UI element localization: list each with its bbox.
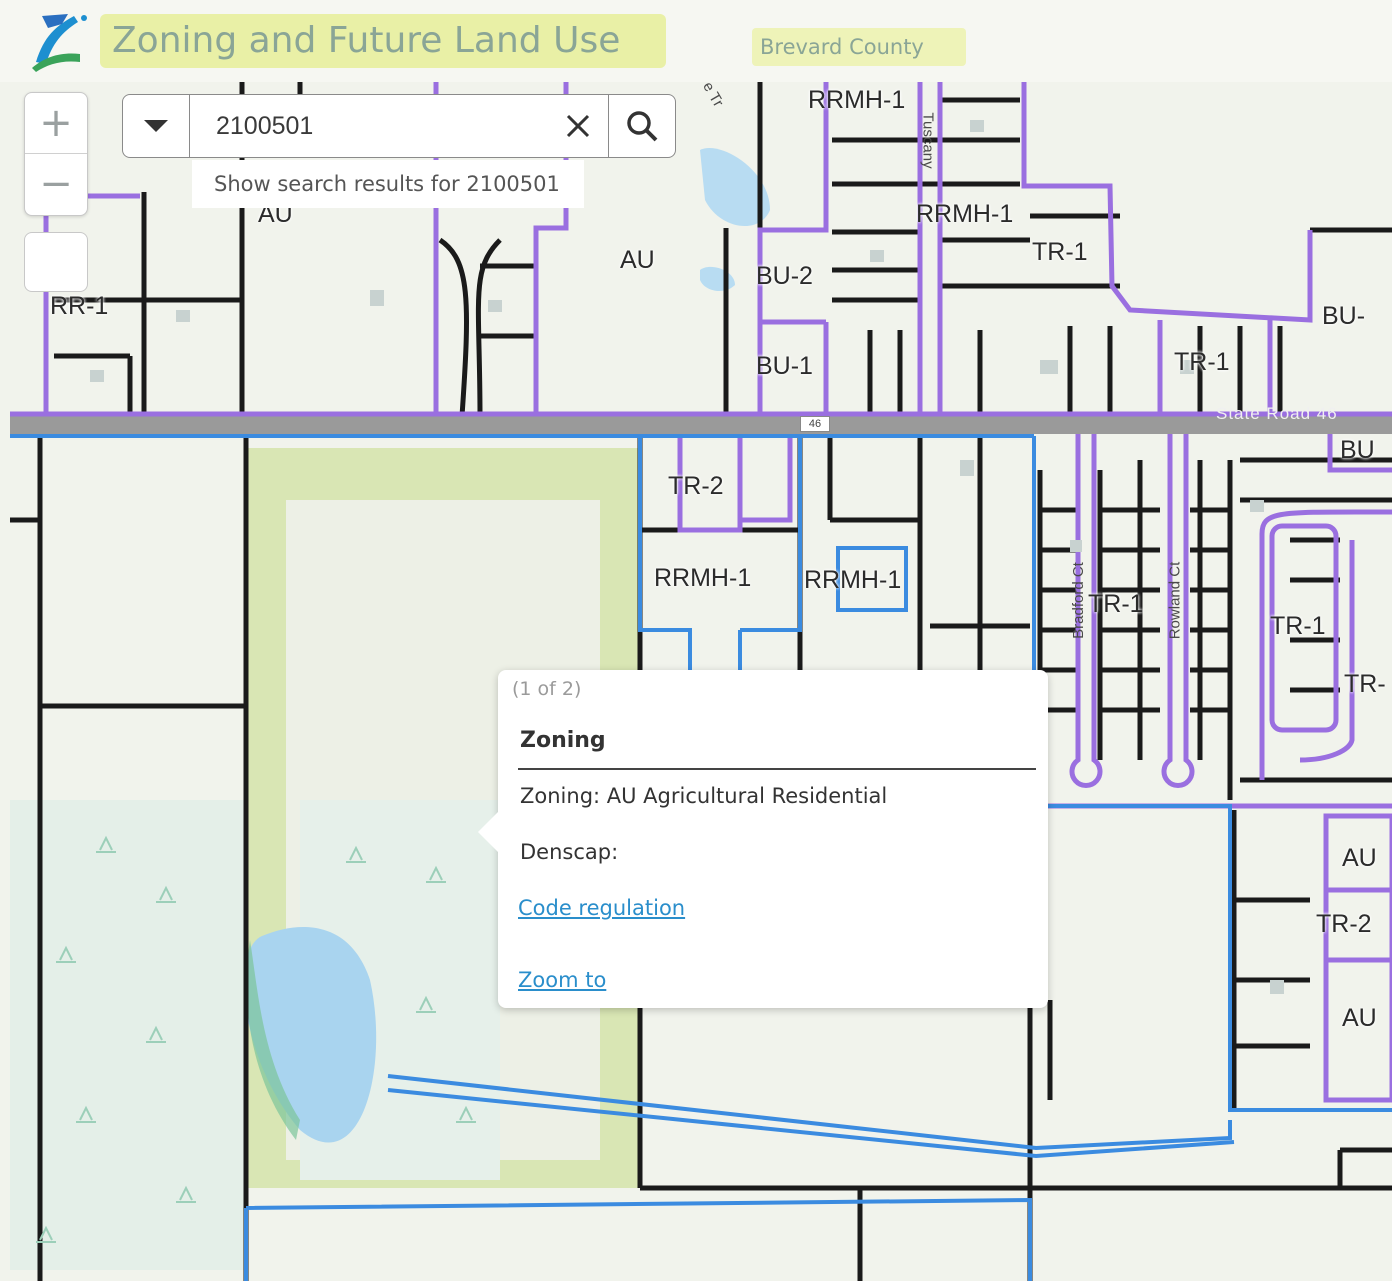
zoom-in-button[interactable]: + [25,93,87,154]
popup-pointer [478,810,500,854]
zone-label: TR-1 [1032,238,1088,266]
zone-label: RRMH-1 [804,566,902,594]
zoom-control: + − [24,92,88,216]
zone-label: TR-1 [1174,348,1230,376]
zoning-boundaries-blue [10,434,1392,1281]
road-label: Tuscany [919,112,937,169]
wetland-area [10,800,246,1270]
wetland-symbols [36,835,476,1243]
zone-label: TR-2 [1316,910,1372,938]
popup-title: Zoning [520,728,606,753]
zoom-to-link[interactable]: Zoom to [518,968,607,992]
zone-label: RRMH-1 [808,86,906,114]
feature-popup: (1 of 2) Zoning Zoning: AU Agricultural … [478,670,1048,1008]
zone-label: TR-1 [1088,590,1144,618]
caret-down-icon [144,120,168,132]
search-input[interactable] [190,95,548,157]
zone-label: AU [620,246,655,274]
zone-label: TR- [1344,670,1386,698]
zone-label: TR-1 [1270,612,1326,640]
state-road-46 [10,416,1392,434]
zone-label: BU-2 [756,262,813,290]
popup-denscap-field: Denscap: [520,840,619,864]
road-shield-46: 46 [800,416,830,432]
zone-label: TR-2 [668,472,724,500]
pond-edge [246,940,300,1140]
zone-label: BU-1 [756,352,813,380]
search-suggestion-item[interactable]: Show search results for 2100501 [192,160,584,208]
close-icon [566,114,590,138]
road-label: Bradford Ct [1069,562,1087,639]
building-footprints [90,120,1284,994]
popup-zoning-field: Zoning: AU Agricultural Residential [520,784,888,808]
popup-pager: (1 of 2) [512,678,582,700]
zoom-out-button[interactable]: − [39,161,73,207]
search-widget [122,94,676,158]
app-header: Zoning and Future Land Use Brevard Count… [0,0,1392,82]
map-canvas[interactable] [0,82,1392,1281]
county-label: Brevard County [752,28,966,66]
default-extent-button[interactable] [24,232,88,292]
search-clear-button[interactable] [548,95,609,157]
search-source-dropdown[interactable] [123,95,190,157]
zone-label: RR-1 [50,292,109,320]
search-icon [627,111,658,142]
search-button[interactable] [609,95,675,157]
zone-label: RRMH-1 [916,200,1014,228]
zone-label: BU [1340,436,1375,464]
water-body [700,148,770,227]
zone-label: AU [1342,844,1377,872]
popup-divider [518,768,1036,770]
road-label-state-road-46: State Road 46 [1216,404,1338,423]
zone-label: AU [1342,1004,1377,1032]
brevard-logo-icon [22,6,94,72]
road-label: Rowland Ct [1166,561,1184,640]
code-regulation-link[interactable]: Code regulation [518,896,686,920]
app-title: Zoning and Future Land Use [100,14,666,68]
zone-label: RRMH-1 [654,564,752,592]
zone-label: BU- [1322,302,1366,330]
